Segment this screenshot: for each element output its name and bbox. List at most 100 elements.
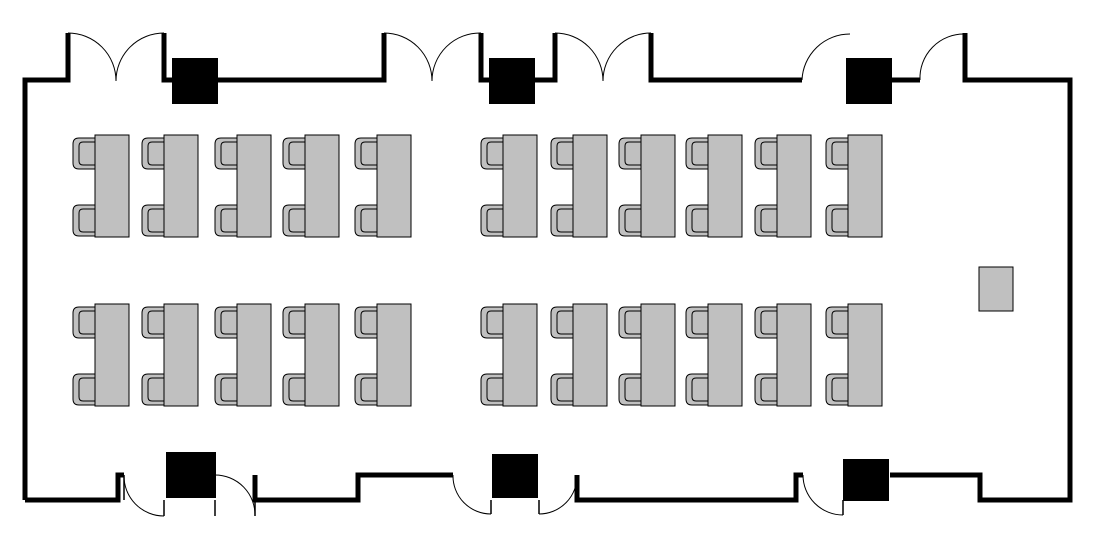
chair bbox=[354, 204, 378, 237]
table-with-chairs bbox=[214, 303, 272, 407]
chair bbox=[825, 306, 849, 339]
chair-back bbox=[691, 208, 708, 233]
chair-seat bbox=[354, 373, 378, 406]
chair bbox=[141, 373, 165, 406]
chair-back bbox=[691, 141, 708, 166]
top-wall-segment bbox=[161, 33, 387, 83]
pillar bbox=[843, 459, 889, 501]
table bbox=[502, 134, 538, 238]
chair-seat bbox=[282, 204, 306, 237]
table-with-chairs bbox=[618, 134, 676, 238]
door-swing bbox=[123, 474, 165, 517]
chair bbox=[685, 204, 709, 237]
table bbox=[776, 134, 812, 238]
chair-back bbox=[288, 208, 305, 233]
chair-seat bbox=[825, 306, 849, 339]
chair bbox=[214, 204, 238, 237]
chair bbox=[825, 373, 849, 406]
chair-back bbox=[486, 141, 503, 166]
table-with-chairs bbox=[685, 134, 743, 238]
chair bbox=[214, 137, 238, 170]
table-with-chairs bbox=[754, 134, 812, 238]
chair bbox=[214, 373, 238, 406]
table-with-chairs bbox=[825, 134, 883, 238]
chair bbox=[282, 306, 306, 339]
chair bbox=[550, 306, 574, 339]
chair-seat bbox=[354, 137, 378, 170]
door-swing bbox=[383, 32, 482, 82]
chair-back bbox=[556, 310, 573, 335]
chair-back bbox=[486, 310, 503, 335]
chair-back bbox=[624, 208, 641, 233]
table bbox=[572, 303, 608, 407]
table-with-chairs bbox=[550, 303, 608, 407]
chair-back bbox=[360, 141, 377, 166]
chair-back bbox=[760, 208, 777, 233]
chair bbox=[754, 204, 778, 237]
chair-seat bbox=[480, 306, 504, 339]
chair bbox=[618, 306, 642, 339]
chair bbox=[685, 373, 709, 406]
door-swing bbox=[214, 474, 256, 517]
table bbox=[572, 134, 608, 238]
chair-back bbox=[220, 208, 237, 233]
chair-back bbox=[288, 377, 305, 402]
top-wall-segment bbox=[22, 33, 71, 500]
chair-seat bbox=[214, 137, 238, 170]
chair bbox=[550, 373, 574, 406]
chair bbox=[282, 204, 306, 237]
chair bbox=[618, 373, 642, 406]
door-swing bbox=[67, 32, 165, 82]
table-with-chairs bbox=[480, 134, 538, 238]
room-walls bbox=[22, 33, 1073, 503]
chair-seat bbox=[618, 137, 642, 170]
chair bbox=[480, 137, 504, 170]
pillar bbox=[489, 58, 535, 104]
chair-seat bbox=[754, 373, 778, 406]
table-with-chairs bbox=[354, 303, 412, 407]
chair-seat bbox=[685, 306, 709, 339]
chair bbox=[72, 373, 96, 406]
chair-back bbox=[220, 310, 237, 335]
chair bbox=[754, 137, 778, 170]
chair bbox=[282, 137, 306, 170]
chair bbox=[550, 137, 574, 170]
chair-seat bbox=[754, 137, 778, 170]
chair-seat bbox=[618, 204, 642, 237]
table bbox=[640, 134, 676, 238]
bottom-wall-segment bbox=[574, 472, 803, 503]
chair bbox=[282, 373, 306, 406]
door-swing bbox=[452, 474, 492, 515]
top-wall-segment bbox=[648, 33, 802, 83]
table bbox=[847, 303, 883, 407]
door-swing bbox=[919, 33, 966, 81]
chair-back bbox=[288, 310, 305, 335]
chair-seat bbox=[550, 204, 574, 237]
chair-back bbox=[760, 310, 777, 335]
chair-back bbox=[691, 310, 708, 335]
table-with-chairs bbox=[480, 303, 538, 407]
chair-back bbox=[624, 310, 641, 335]
pillar bbox=[172, 58, 218, 104]
chair-seat bbox=[214, 373, 238, 406]
chair-back bbox=[360, 377, 377, 402]
chair-seat bbox=[825, 137, 849, 170]
table-with-chairs bbox=[141, 134, 199, 238]
lectern bbox=[978, 266, 1014, 312]
chair-back bbox=[624, 377, 641, 402]
chair-seat bbox=[618, 306, 642, 339]
chair bbox=[480, 373, 504, 406]
chair-seat bbox=[550, 306, 574, 339]
chair-back bbox=[288, 141, 305, 166]
table bbox=[163, 134, 199, 238]
pillar bbox=[492, 454, 538, 498]
chair bbox=[550, 204, 574, 237]
door-swing bbox=[554, 32, 652, 82]
chair bbox=[825, 204, 849, 237]
bottom-wall-segment bbox=[252, 472, 453, 503]
chair-seat bbox=[550, 137, 574, 170]
chair-seat bbox=[550, 373, 574, 406]
chair bbox=[618, 137, 642, 170]
chair bbox=[72, 137, 96, 170]
